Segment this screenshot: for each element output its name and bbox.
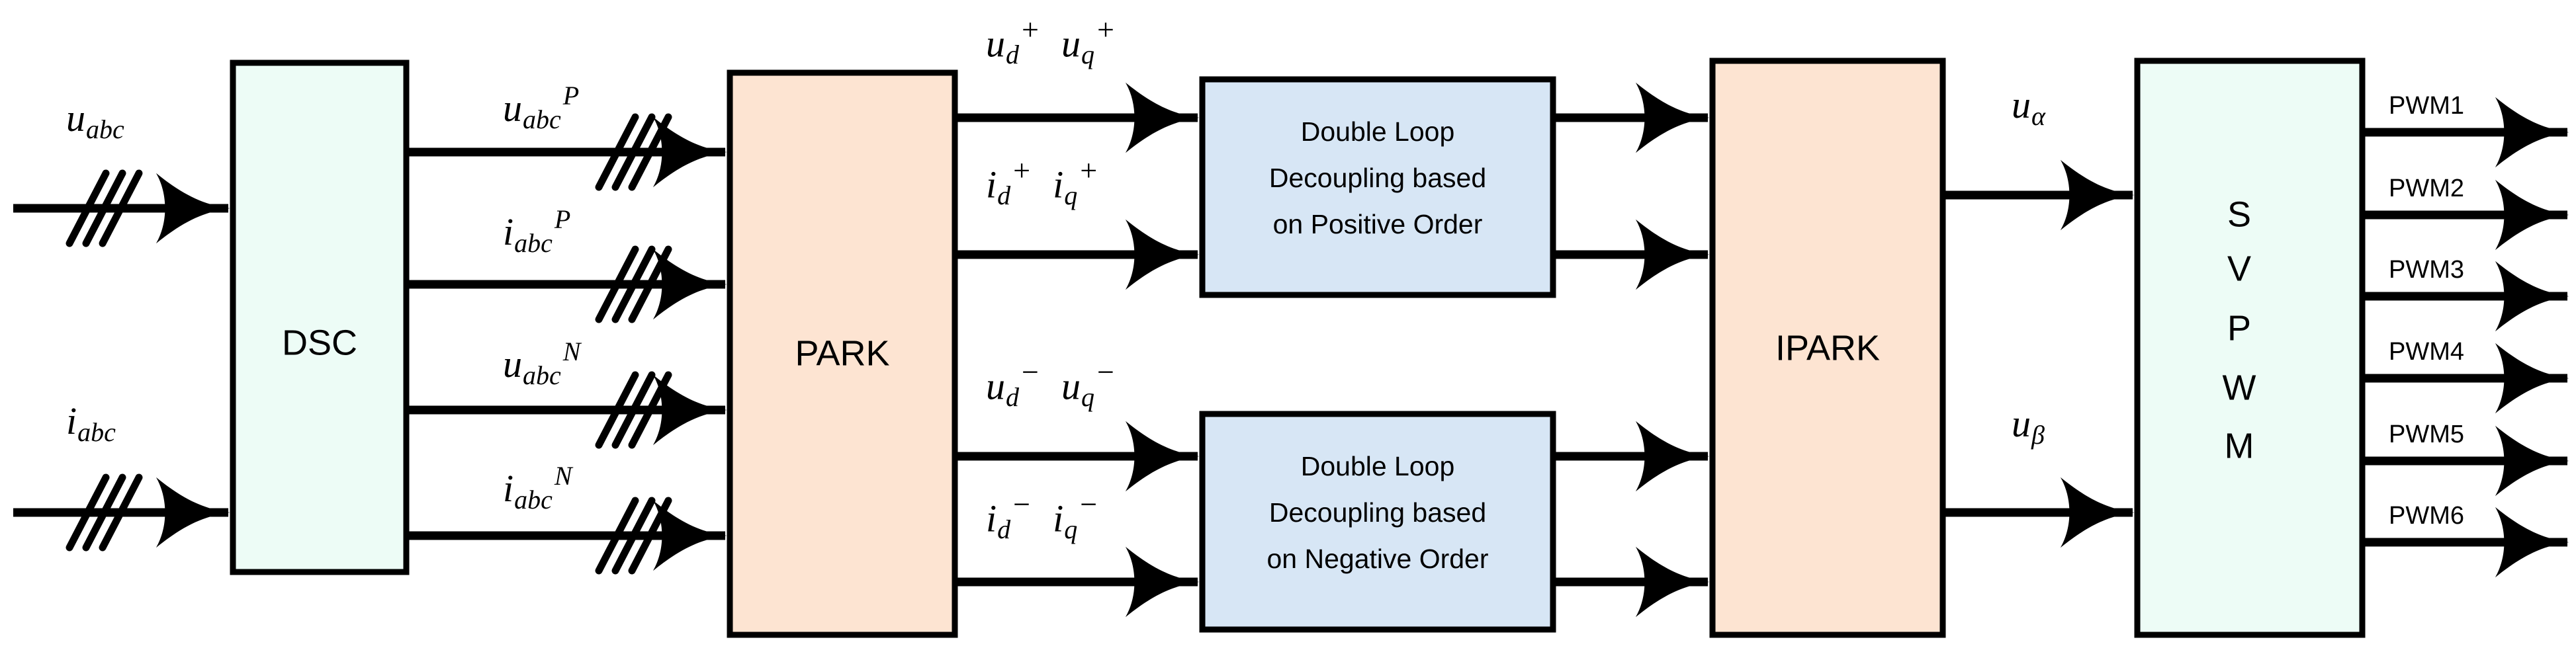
block-park[interactable]: PARK: [727, 69, 958, 638]
label-u-abc-p-base: u: [503, 86, 522, 130]
block-negative-decoupling[interactable]: Double Loop Decoupling based on Negative…: [1199, 411, 1556, 633]
label-u-abc-n-sup: N: [562, 337, 581, 366]
label-u-abc-p: uabcP: [503, 83, 579, 133]
bus-slash-marker: [66, 169, 143, 247]
label-u-alpha-sub: α: [2031, 101, 2045, 132]
pwm-label-4: PWM4: [2389, 338, 2464, 366]
bus-slash-marker: [595, 497, 672, 575]
signal-arrow-u-abc-input: [13, 169, 230, 247]
bus-slash-marker: [595, 245, 672, 323]
pwm-label-2: PWM2: [2389, 175, 2464, 202]
label-u-abc-n: uabcN: [503, 339, 580, 389]
label-i-abc-p-sub: abc: [514, 227, 553, 258]
svpwm-letter-m: M: [2225, 426, 2254, 466]
block-park-label: PARK: [795, 333, 889, 373]
label-u-abc-n-sub: abc: [523, 360, 561, 390]
svpwm-letter-v: V: [2227, 249, 2251, 288]
label-i-abc-n-sub: abc: [514, 484, 553, 514]
bus-slash-marker: [66, 473, 143, 552]
label-i-abc-n-sup: N: [554, 461, 572, 491]
label-u-beta-sub: β: [2031, 420, 2045, 450]
label-i-abc-n-base: i: [503, 466, 514, 510]
label-u-alpha-base: u: [2012, 83, 2031, 126]
label-udq-negative: ud−uq−: [986, 355, 1114, 413]
positive-line-3: on Positive Order: [1273, 209, 1483, 239]
label-i-abc-base: i: [66, 399, 77, 442]
signal-arrow-i-abc-input: [13, 473, 230, 552]
label-i-abc-p: iabcP: [503, 206, 570, 257]
label-u-abc-sub: abc: [86, 114, 124, 145]
pwm-label-3: PWM3: [2389, 256, 2464, 284]
block-dsc[interactable]: DSC: [230, 60, 410, 575]
label-i-abc-sub: abc: [77, 417, 116, 448]
block-ipark-label: IPARK: [1775, 328, 1880, 368]
label-u-abc-base: u: [66, 97, 85, 140]
label-udq-positive: ud+uq+: [986, 13, 1114, 70]
block-svpwm[interactable]: S V P W M: [2134, 58, 2366, 638]
label-i-abc-input: iabc: [66, 402, 116, 446]
label-u-abc-n-base: u: [503, 342, 522, 386]
label-idq-positive: id+iq+: [986, 153, 1098, 211]
label-idq-negative: id−iq−: [986, 487, 1098, 545]
block-positive-decoupling[interactable]: Double Loop Decoupling based on Positive…: [1199, 76, 1556, 298]
bus-slash-marker: [595, 371, 672, 449]
negative-line-1: Double Loop: [1301, 451, 1455, 481]
signal-arrow-i-abc-p: [406, 245, 727, 323]
positive-line-2: Decoupling based: [1269, 163, 1486, 193]
pwm-label-6: PWM6: [2389, 502, 2464, 530]
svpwm-letter-p: P: [2227, 308, 2251, 348]
label-i-abc-p-sup: P: [554, 204, 571, 234]
positive-line-1: Double Loop: [1301, 116, 1455, 147]
bus-slash-marker: [595, 113, 672, 191]
pwm-label-1: PWM1: [2389, 92, 2464, 120]
negative-line-3: on Negative Order: [1266, 544, 1488, 574]
label-i-abc-n: iabcN: [503, 463, 572, 513]
pwm-label-5: PWM5: [2389, 421, 2464, 448]
block-ipark[interactable]: IPARK: [1709, 58, 1946, 638]
label-u-beta: uβ: [2012, 405, 2045, 448]
signal-arrow-u-abc-n: [406, 371, 727, 449]
block-dsc-label: DSC: [282, 323, 357, 362]
negative-line-2: Decoupling based: [1269, 497, 1486, 528]
label-u-alpha: uα: [2012, 86, 2045, 130]
label-u-abc-p-sup: P: [562, 81, 580, 110]
label-u-abc-p-sub: abc: [523, 104, 561, 134]
svpwm-letter-s: S: [2227, 194, 2251, 234]
signal-arrow-u-abc-p: [406, 113, 727, 191]
signal-arrow-i-abc-n: [406, 497, 727, 575]
svpwm-letter-w: W: [2223, 368, 2256, 407]
label-u-beta-base: u: [2012, 402, 2031, 445]
label-u-abc-input: uabc: [66, 99, 124, 143]
label-i-abc-p-base: i: [503, 210, 514, 253]
